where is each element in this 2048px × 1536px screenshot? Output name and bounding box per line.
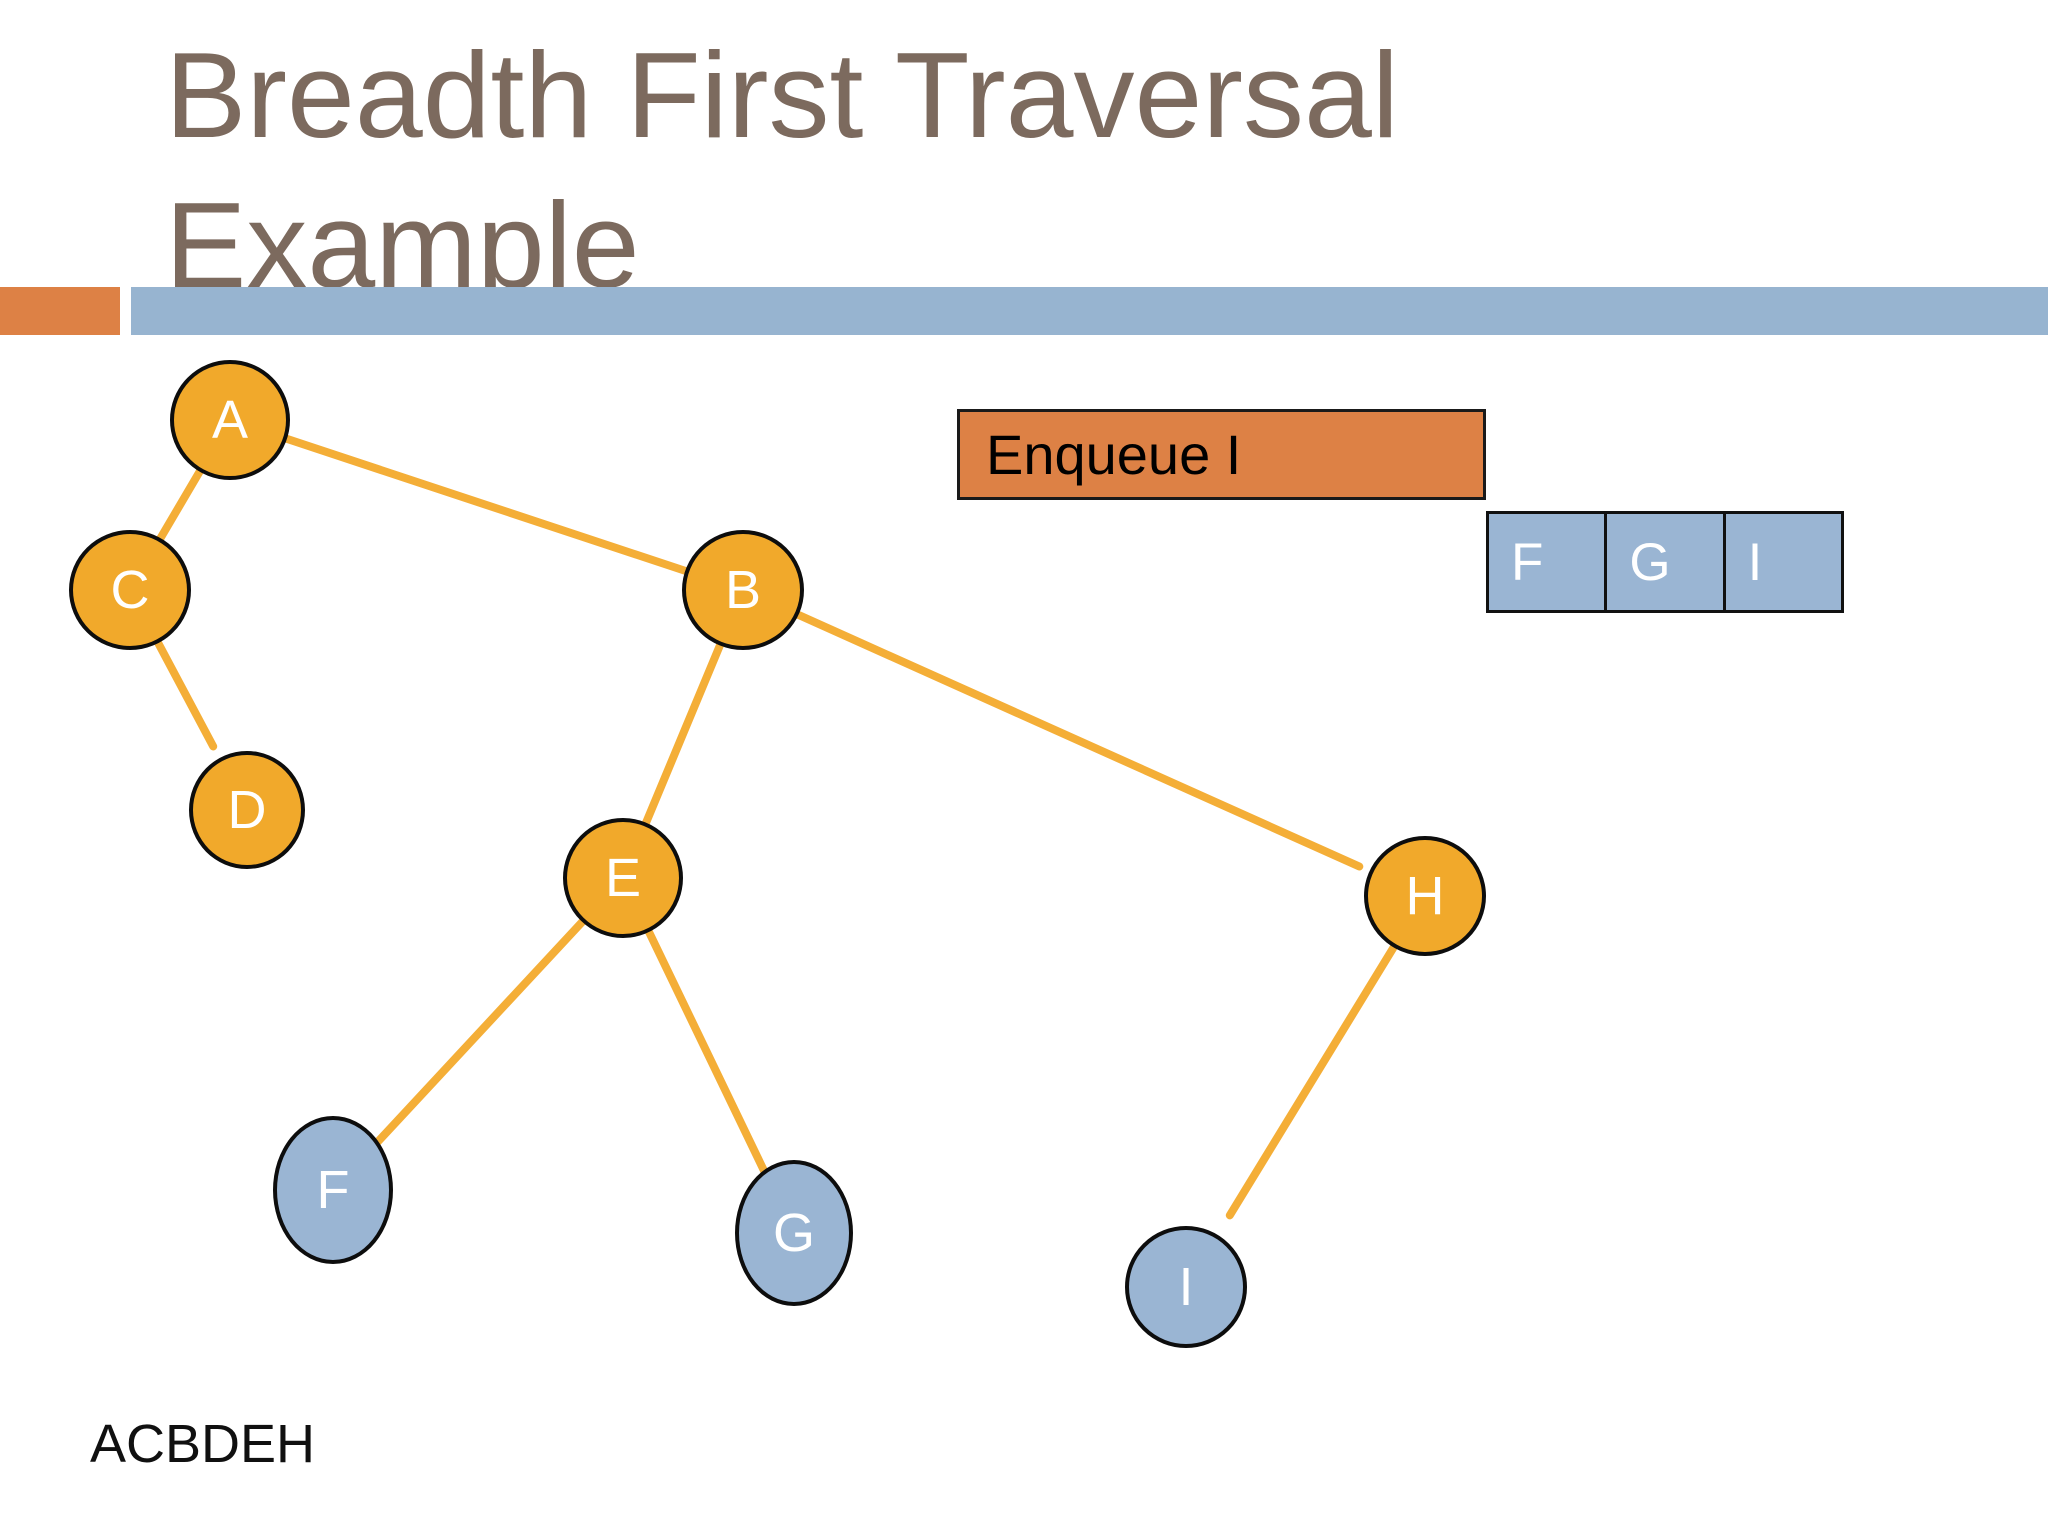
queue-cell: G <box>1604 514 1723 610</box>
enqueue-callout: Enqueue I <box>957 409 1486 500</box>
node-label: C <box>110 560 150 620</box>
traversal-result-label: ACBDEH <box>90 1414 316 1474</box>
node-label: D <box>227 780 267 840</box>
edge-B-H <box>739 586 1364 871</box>
edge-E-F <box>329 874 627 1194</box>
page-title: Breadth First Traversal Example <box>165 20 1399 320</box>
node-A: A <box>170 360 290 480</box>
queue-cell: F <box>1489 514 1605 610</box>
title-underline-bar <box>131 287 2048 335</box>
node-C: C <box>69 530 191 650</box>
node-label: G <box>772 1203 815 1263</box>
edge-A-B <box>226 416 747 594</box>
node-label: A <box>211 390 249 450</box>
node-E: E <box>563 818 683 938</box>
node-I: I <box>1125 1226 1247 1348</box>
accent-square <box>0 287 120 335</box>
node-G: G <box>735 1160 853 1306</box>
edge-H-I <box>1225 892 1429 1220</box>
node-label: I <box>1178 1257 1194 1317</box>
page-title-line1: Breadth First Traversal <box>165 27 1399 163</box>
node-label: F <box>316 1160 350 1220</box>
node-label: H <box>1405 866 1445 926</box>
queue-cell: I <box>1722 514 1841 610</box>
queue-cell-label: F <box>1511 532 1544 592</box>
node-label: E <box>604 848 642 908</box>
node-H: H <box>1364 836 1486 956</box>
queue-cell-label: I <box>1747 532 1763 592</box>
node-B: B <box>682 530 804 650</box>
enqueue-label: Enqueue I <box>986 423 1242 486</box>
node-D: D <box>189 751 305 869</box>
node-F: F <box>273 1116 393 1264</box>
queue-cell-label: G <box>1629 532 1671 592</box>
node-label: B <box>724 560 762 620</box>
